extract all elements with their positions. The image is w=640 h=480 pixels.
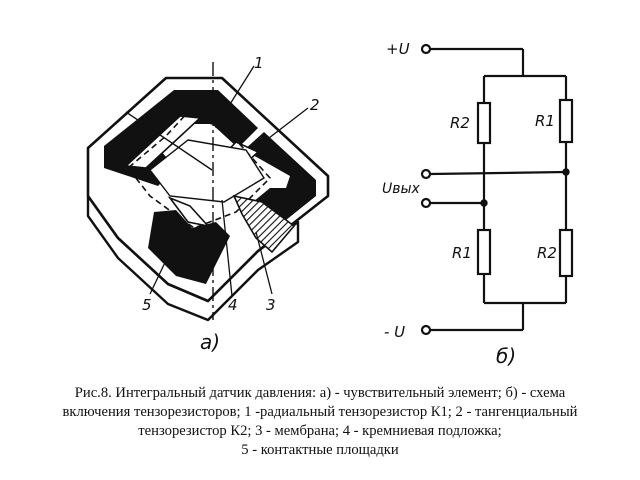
tensoresistor-strip-lower — [167, 196, 211, 228]
sensing-element-drawing: 1 2 3 4 5 а) — [86, 54, 330, 354]
label-plus-u: +U — [386, 40, 410, 58]
resistor-top-left — [476, 101, 492, 145]
figure: 1 2 3 4 5 а) — [86, 40, 574, 368]
caption-line-1: Рис.8. Интегральный датчик давления: а) … — [74, 385, 566, 401]
resistor-bottom-right — [558, 228, 574, 278]
membrane-center — [149, 139, 265, 203]
caption-line-2: включения тензорезисторов; 1 -радиальный… — [62, 404, 578, 420]
callout-4: 4 — [228, 296, 238, 314]
substrate-section — [232, 194, 296, 254]
contact-pad-bottom — [148, 210, 230, 284]
label-minus-u: - U — [384, 323, 405, 341]
section-line — [125, 111, 213, 171]
figure-caption: Рис.8. Интегральный датчик давления: а) … — [8, 384, 632, 460]
label-resistor-top-right: R1 — [535, 112, 555, 130]
part-b-label: б) — [496, 344, 516, 368]
resistor-top-right — [558, 98, 574, 144]
label-resistor-bottom-left: R1 — [452, 244, 472, 262]
terminal-plus — [420, 43, 432, 55]
leader-lines — [149, 65, 309, 297]
callout-1: 1 — [254, 54, 264, 72]
bridge-labels: +U - U Uвых R2 R1 R1 R2 б) — [382, 40, 557, 368]
node-left — [480, 199, 488, 207]
callout-3: 3 — [266, 296, 276, 314]
terminal-out-2 — [420, 197, 432, 209]
tensoresistor-strip-radial — [124, 115, 202, 169]
terminal-out-1 — [420, 168, 432, 180]
label-resistor-bottom-right: R2 — [537, 244, 557, 262]
caption-line-4: 5 - контактные площадки — [241, 442, 399, 458]
part-a-label: а) — [200, 330, 220, 354]
label-u-out: Uвых — [382, 181, 421, 197]
terminal-minus — [420, 324, 432, 336]
caption-line-3: тензорезистор К2; 3 - мембрана; 4 - крем… — [138, 423, 502, 439]
callout-2: 2 — [310, 96, 320, 114]
resistor-bottom-left — [476, 228, 492, 276]
bridge-circuit — [420, 43, 574, 336]
label-resistor-top-left: R2 — [450, 114, 470, 132]
callout-5: 5 — [142, 296, 152, 314]
node-right — [562, 168, 570, 176]
